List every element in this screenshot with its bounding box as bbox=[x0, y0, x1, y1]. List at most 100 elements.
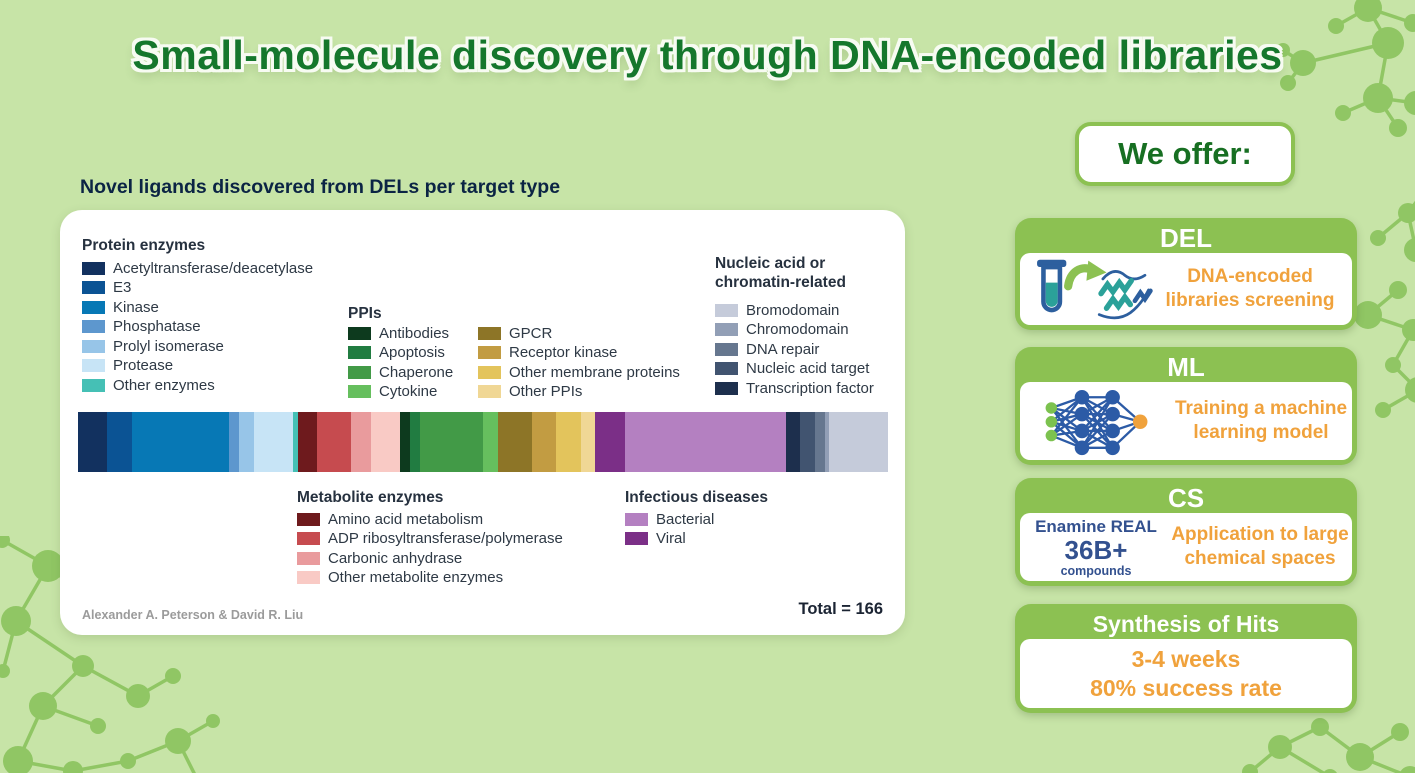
cs-card-description: Application to large chemical spaces bbox=[1171, 524, 1349, 569]
legend-label: E3 bbox=[113, 279, 132, 296]
legend-label: Receptor kinase bbox=[509, 344, 618, 361]
offer-card-ml: ML bbox=[1015, 347, 1357, 465]
legend-label: Chaperone bbox=[379, 363, 454, 381]
legend-item-viral: Viral bbox=[625, 530, 714, 547]
legend-swatch-e3 bbox=[82, 281, 105, 294]
bar-segment-chaperone bbox=[419, 412, 484, 472]
legend-swatch-other-ppis bbox=[478, 385, 501, 398]
legend-item-e3: E3 bbox=[82, 279, 313, 296]
legend-swatch-viral bbox=[625, 532, 648, 545]
bar-segment-protease bbox=[253, 412, 293, 472]
molecule-cluster-top-right-icon bbox=[1276, 0, 1415, 262]
we-offer-label: We offer: bbox=[1118, 136, 1252, 171]
legend-label: GPCR bbox=[509, 324, 553, 342]
bar-segment-bacterial bbox=[624, 412, 786, 472]
legend-item-acetyltransferase-deacetylase: Acetyltransferase/deacetylase bbox=[82, 259, 314, 277]
legend-swatch-transcription-factor bbox=[715, 381, 738, 395]
synthesis-duration: 3-4 weeks bbox=[1131, 645, 1241, 672]
legend-swatch-bacterial bbox=[625, 512, 648, 526]
legend-swatch-protease bbox=[82, 359, 105, 372]
legend-item-other-ppis: Other PPIs bbox=[478, 383, 680, 400]
legend-label: Other enzymes bbox=[113, 376, 215, 394]
legend-item-prolyl-isomerase: Prolyl isomerase bbox=[82, 338, 313, 355]
bar-segment-carbonic-anhydrase bbox=[351, 412, 371, 472]
chart-heading: Novel ligands discovered from DELs per t… bbox=[80, 176, 561, 198]
legend-item-kinase: Kinase bbox=[82, 298, 313, 316]
attribution: Alexander A. Peterson & David R. Liu bbox=[82, 608, 304, 622]
bar-segment-kinase bbox=[131, 412, 230, 472]
bar-segment-other-membrane-proteins bbox=[556, 412, 581, 472]
legend-label: Protease bbox=[113, 357, 174, 374]
bar-segment-e3 bbox=[107, 412, 132, 472]
legend-group-title-metabolite-enzymes: Metabolite enzymes bbox=[297, 489, 444, 506]
legend-label: Cytokine bbox=[379, 383, 438, 400]
legend-label: Apoptosis bbox=[379, 344, 445, 361]
legend-label: Acetyltransferase/deacetylase bbox=[113, 259, 314, 277]
legend-item-cytokine: Cytokine bbox=[348, 383, 453, 400]
bar-segment-gpcr bbox=[497, 412, 532, 472]
legend-label: Other metabolite enzymes bbox=[328, 569, 504, 586]
legend-label: Phosphatase bbox=[113, 318, 201, 335]
legend-label: Bacterial bbox=[656, 510, 715, 528]
del-card-title: DEL bbox=[1160, 223, 1212, 253]
bar-segment-transcription-factor bbox=[785, 412, 801, 472]
legend-label: Kinase bbox=[113, 298, 159, 316]
offer-card-cs: CS Enamine REAL 36B+ compounds Applicati… bbox=[1015, 478, 1357, 586]
bar-segment-bromodomain bbox=[829, 412, 889, 472]
legend-group-title-protein-enzymes: Protein enzymes bbox=[82, 237, 206, 254]
we-offer-box: We offer: bbox=[1075, 122, 1295, 186]
legend-item-gpcr: GPCR bbox=[478, 324, 680, 342]
ml-card-body: Training a machine learning model bbox=[1020, 382, 1352, 460]
legend-label: Other membrane proteins bbox=[509, 363, 680, 381]
bar-segment-other-metabolite-enzymes bbox=[370, 412, 401, 472]
ml-card-description: Training a machine learning model bbox=[1174, 398, 1348, 443]
legend-label: ADP ribosyltransferase/polymerase bbox=[328, 530, 563, 547]
legend-item-carbonic-anhydrase: Carbonic anhydrase bbox=[297, 549, 563, 567]
del-card-description: DNA-encoded libraries screening bbox=[1165, 266, 1335, 311]
legend-item-protease: Protease bbox=[82, 357, 313, 374]
legend-swatch-kinase bbox=[82, 300, 105, 314]
cs-card-body: Enamine REAL 36B+ compounds Application … bbox=[1020, 513, 1352, 581]
legend-swatch-prolyl-isomerase bbox=[82, 339, 105, 353]
compounds-label: compounds bbox=[1060, 563, 1132, 578]
legend-item-apoptosis: Apoptosis bbox=[348, 344, 453, 361]
bar-segment-receptor-kinase bbox=[531, 412, 557, 472]
bar-segment-viral bbox=[595, 412, 625, 472]
enamine-real-label: Enamine REAL bbox=[1035, 516, 1157, 536]
del-card-body: DNA-encoded libraries screening bbox=[1020, 253, 1352, 325]
bar-segment-prolyl-isomerase bbox=[239, 412, 254, 472]
legend-swatch-acetyltransferase-deacetylase bbox=[82, 261, 105, 275]
bar-segment-nucleic-acid-target bbox=[800, 412, 815, 472]
legend-item-chromodomain: Chromodomain bbox=[715, 321, 874, 338]
legend-label: Bromodomain bbox=[746, 301, 840, 319]
synthesis-card-body: 3-4 weeks 80% success rate bbox=[1020, 639, 1352, 708]
legend-item-other-enzymes: Other enzymes bbox=[82, 376, 313, 394]
bar-segment-adp-ribosyltransferase-polymerase bbox=[317, 412, 352, 472]
offer-card-del: DEL DNA-encoded bbox=[1015, 218, 1357, 330]
legend-item-chaperone: Chaperone bbox=[348, 363, 454, 381]
legend-swatch-adp-ribosyltransferase-polymerase bbox=[297, 532, 320, 545]
legend-label: Other PPIs bbox=[509, 383, 583, 400]
legend-label: Nucleic acid target bbox=[746, 360, 870, 377]
legend-swatch-chromodomain bbox=[715, 323, 738, 336]
molecule-cluster-bottom-right-icon bbox=[1242, 718, 1415, 773]
bar-segment-phosphatase bbox=[229, 412, 240, 472]
synthesis-card-title: Synthesis of Hits bbox=[1092, 611, 1280, 637]
del-ligands-chart: Protein enzymes Acetyltransferase/deacet… bbox=[60, 210, 905, 635]
bar-segment-apoptosis bbox=[409, 412, 420, 472]
legend-swatch-amino-acid-metabolism bbox=[297, 512, 320, 526]
legend-label: Chromodomain bbox=[746, 321, 849, 338]
legend-swatch-phosphatase bbox=[82, 320, 105, 333]
legend-item-nucleic-acid-target: Nucleic acid target bbox=[715, 360, 874, 377]
legend-label: Carbonic anhydrase bbox=[328, 549, 463, 567]
legend-swatch-carbonic-anhydrase bbox=[297, 551, 320, 565]
legend-group-title-infectious-diseases: Infectious diseases bbox=[625, 489, 769, 506]
legend-item-bromodomain: Bromodomain bbox=[715, 301, 874, 319]
legend-item-dna-repair: DNA repair bbox=[715, 341, 874, 358]
